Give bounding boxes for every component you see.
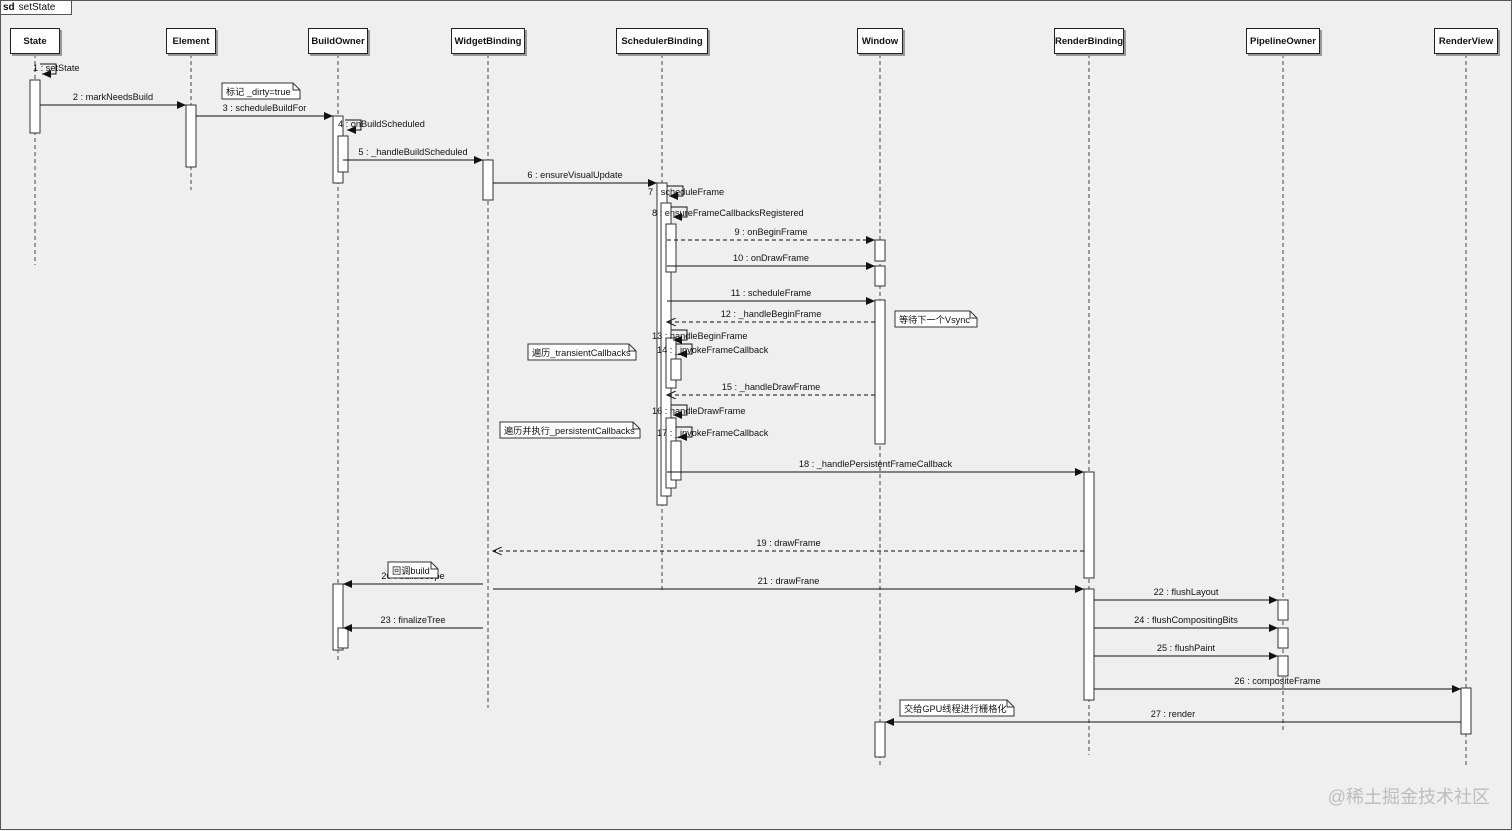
- lifeline-state: State: [10, 28, 60, 54]
- message-label: 15 : _handleDrawFrame: [722, 382, 821, 392]
- activation-bar: [1083, 471, 1095, 579]
- message-arrow: [671, 329, 688, 344]
- message-arrow: [671, 404, 688, 419]
- activation-bar: [874, 239, 886, 262]
- activation-bar: [1277, 655, 1289, 677]
- watermark: @稀土掘金技术社区: [1327, 787, 1490, 807]
- lifeline-renderbinding: RenderBinding: [1054, 28, 1124, 54]
- activation-bar: [337, 135, 349, 173]
- message-label: 9 : onBeginFrame: [734, 227, 807, 237]
- activation-bar: [874, 721, 886, 758]
- note-box: [387, 561, 439, 579]
- lifeline-schedulerbinding: SchedulerBinding: [616, 28, 708, 54]
- frame-kind: sd: [3, 2, 15, 13]
- activation-bar: [1460, 687, 1472, 735]
- message-label: 1 : setState: [33, 63, 79, 73]
- note-box: [899, 699, 1015, 717]
- message-label: 2 : markNeedsBuild: [73, 92, 153, 102]
- note-text: 标记 _dirty=true: [226, 86, 291, 97]
- message-label: 22 : flushLayout: [1154, 587, 1219, 597]
- activation-bar: [337, 627, 349, 649]
- message-label: 10 : onDrawFrame: [733, 253, 809, 263]
- message-label: 8 : ensureFrameCallbacksRegistered: [652, 208, 804, 218]
- message-label: 27 : render: [1151, 709, 1195, 719]
- message-arrow: [676, 426, 693, 441]
- message-label: 13 : handleBeginFrame: [652, 331, 748, 341]
- message-label: 17 : _invokeFrameCallback: [657, 428, 769, 438]
- message-label: 11 : scheduleFrame: [731, 288, 812, 298]
- activation-bar: [670, 358, 682, 381]
- message-label: 5 : _handleBuildScheduled: [358, 147, 467, 157]
- activation-bar: [874, 299, 886, 445]
- lifeline-window: Window: [857, 28, 903, 54]
- message-label: 14 : _invokeFrameCallback: [657, 345, 769, 355]
- message-arrow: [667, 185, 684, 200]
- message-label: 6 : ensureVisualUpdate: [527, 170, 622, 180]
- message-arrow: [676, 343, 693, 358]
- note-text: 遍历并执行_persistentCallbacks: [504, 425, 635, 436]
- message-label: 23 : finalizeTree: [380, 615, 445, 625]
- message-label: 3 : scheduleBuildFor: [223, 103, 307, 113]
- message-label: 26 : compositeFrame: [1234, 676, 1320, 686]
- lifeline-widgetbinding: WidgetBinding: [451, 28, 525, 54]
- note-box: [894, 310, 978, 328]
- frame-name: setState: [18, 2, 56, 13]
- lifeline-buildowner: BuildOwner: [308, 28, 368, 54]
- message-label: 4 : onBuildScheduled: [338, 119, 425, 129]
- activation-bar: [1277, 599, 1289, 621]
- activation-bar: [185, 104, 197, 168]
- lifeline-pipelineowner: PipelineOwner: [1246, 28, 1320, 54]
- activation-bar: [1083, 588, 1095, 701]
- message-arrow: [40, 63, 57, 78]
- message-arrow: [345, 119, 362, 134]
- message-label: 24 : flushCompositingBits: [1134, 615, 1238, 625]
- note-text: 交给GPU线程进行栅格化: [904, 703, 1007, 714]
- note-text: 回调build: [392, 566, 430, 576]
- activation-bar: [332, 583, 344, 651]
- activation-bar: [29, 79, 41, 134]
- activation-bar: [665, 223, 677, 273]
- activation-bar: [1277, 627, 1289, 649]
- note-box: [221, 82, 301, 100]
- message-label: 7 : scheduleFrame: [648, 187, 724, 197]
- lifeline-element: Element: [166, 28, 216, 54]
- message-label: 16 : handleDrawFrame: [652, 406, 745, 416]
- activation-bar: [482, 159, 494, 201]
- activation-bar: [874, 265, 886, 287]
- message-label: 25 : flushPaint: [1157, 643, 1216, 653]
- note-text: 遍历_transientCallbacks: [532, 347, 631, 358]
- lifeline-renderview: RenderView: [1434, 28, 1498, 54]
- message-label: 12 : _handleBeginFrame: [721, 309, 822, 319]
- note-box: [499, 421, 641, 439]
- activation-bar: [670, 440, 682, 481]
- note-text: 等待下一个Vsync: [899, 314, 970, 325]
- note-box: [527, 343, 637, 361]
- message-arrow: [671, 206, 688, 221]
- message-label: 19 : drawFrame: [756, 538, 820, 548]
- message-label: 18 : _handlePersistentFrameCallback: [799, 459, 953, 469]
- message-label: 21 : drawFrane: [758, 576, 820, 586]
